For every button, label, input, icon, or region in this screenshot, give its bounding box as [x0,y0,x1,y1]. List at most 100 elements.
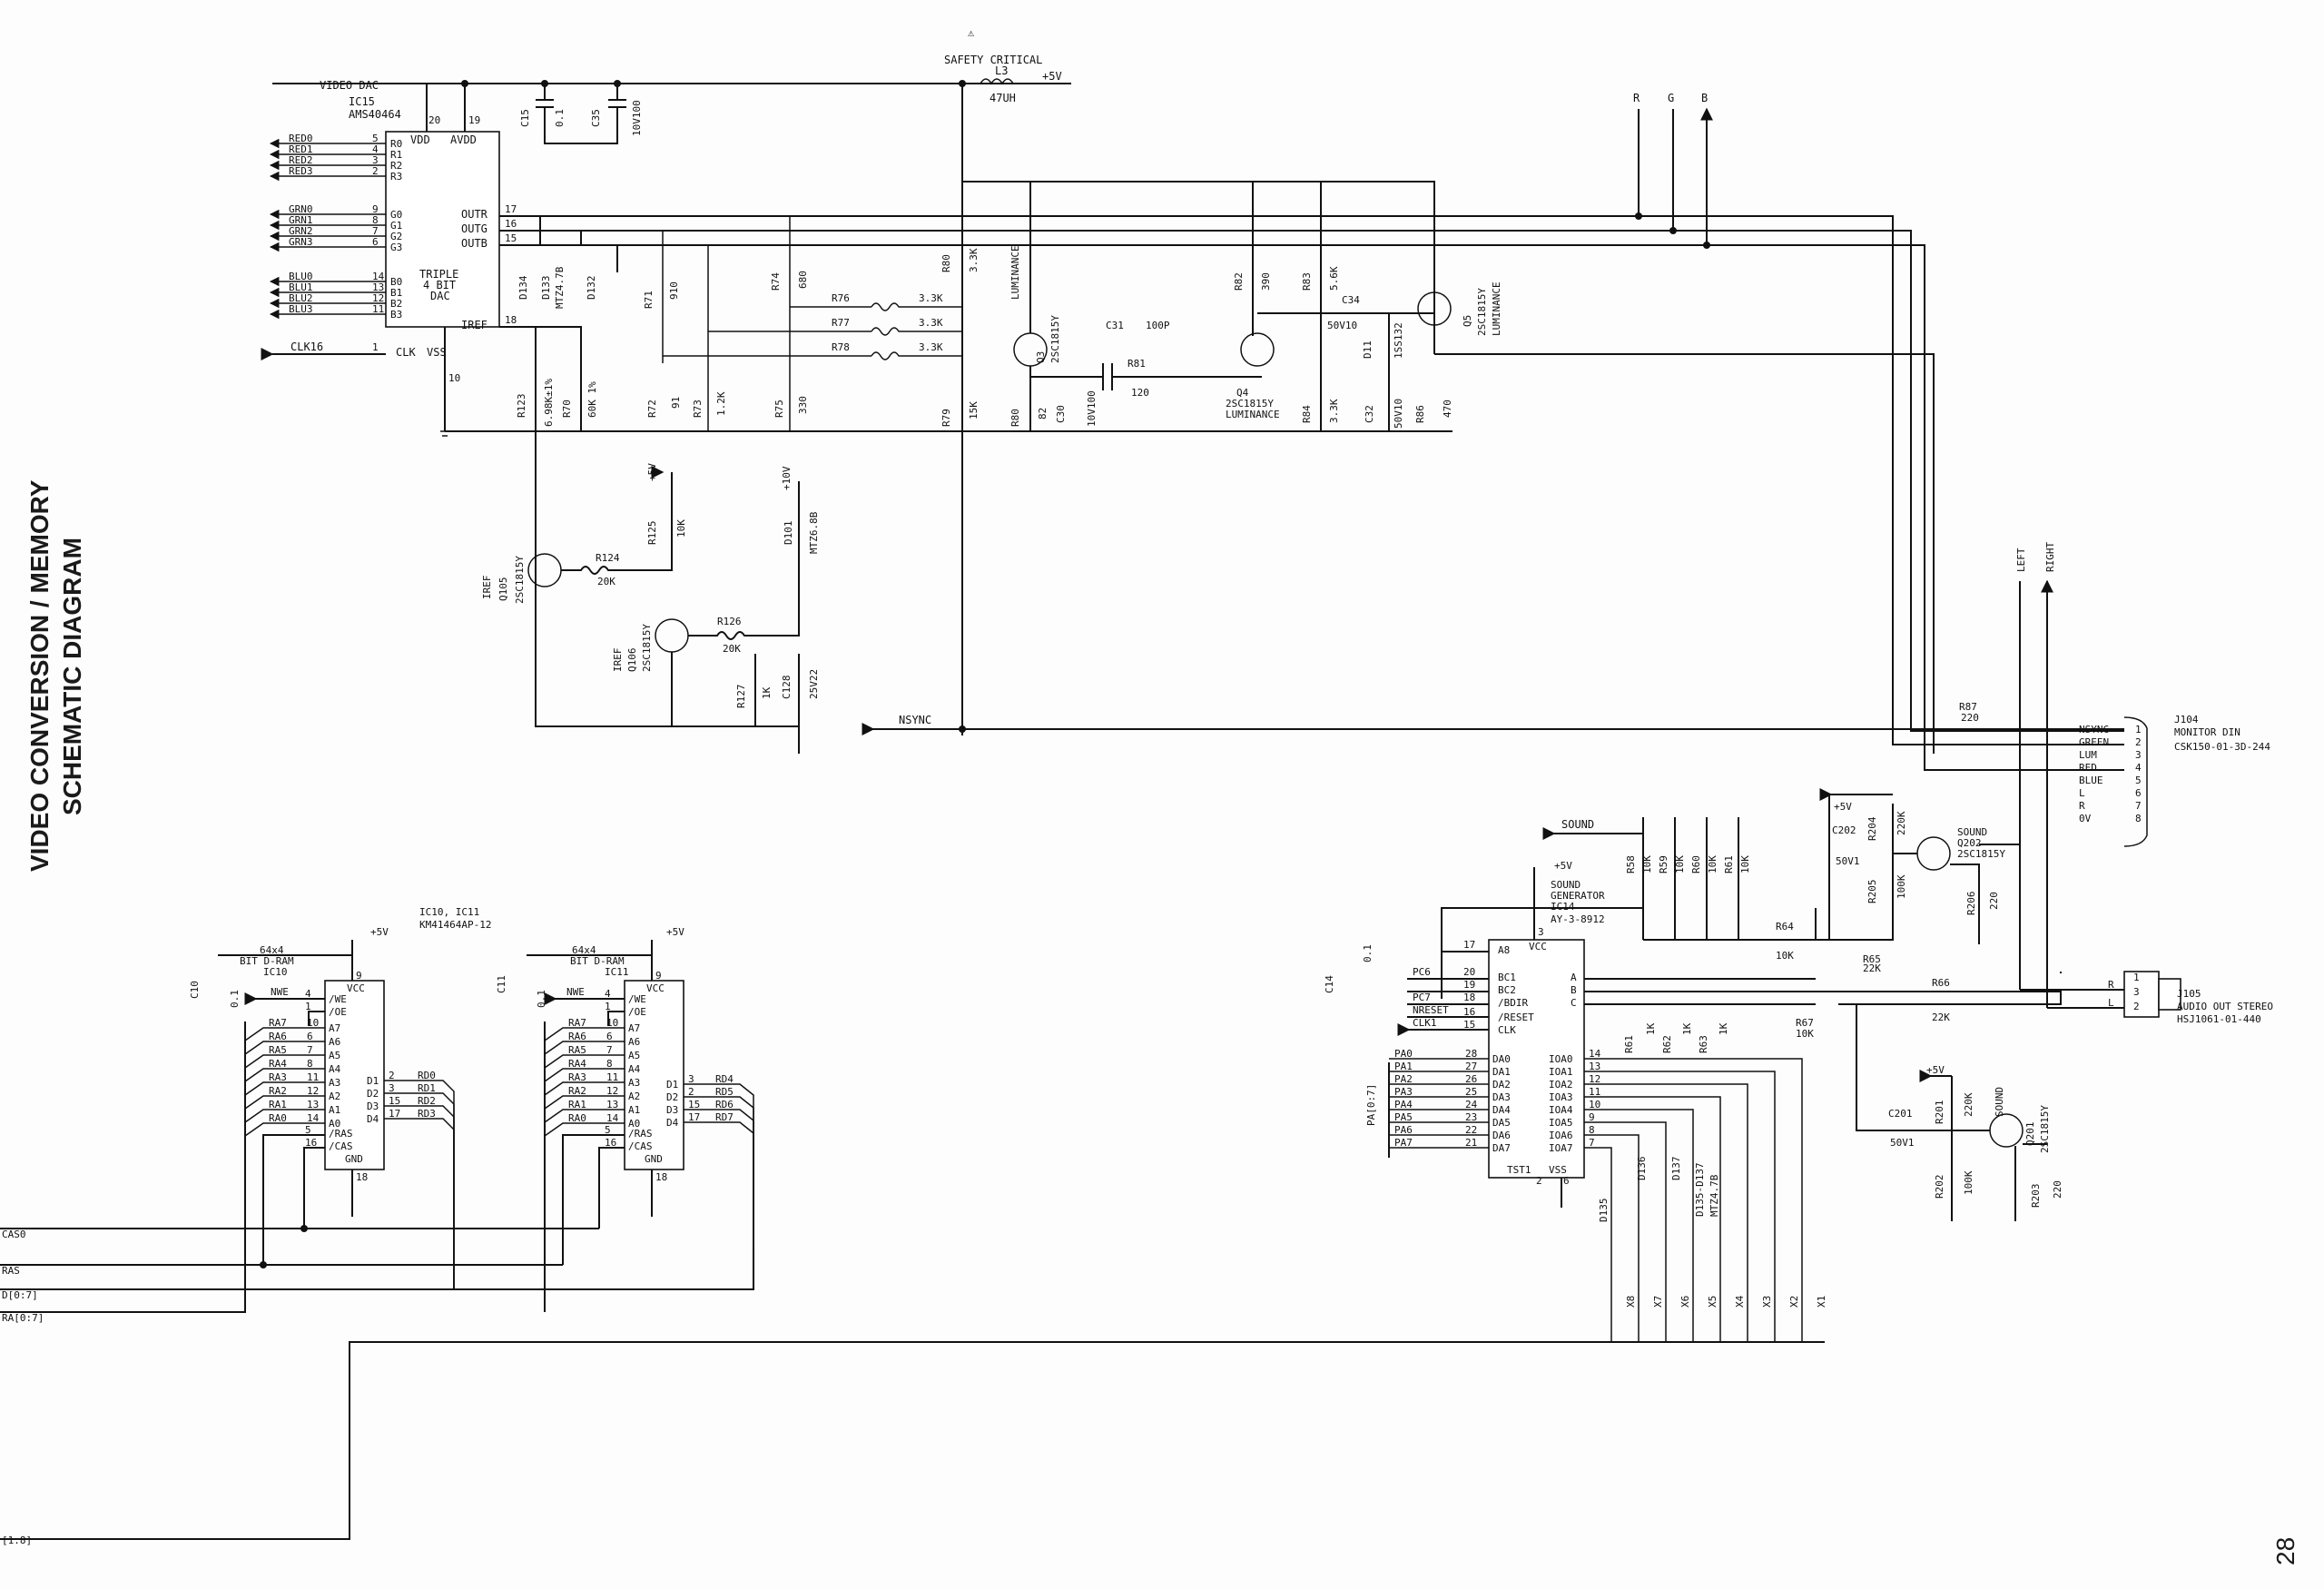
r81-label: R81 [1128,358,1146,370]
r66-label: R66 [1932,977,1950,989]
r75-label: R75 [773,400,785,418]
r203-value: 220 [2052,1180,2063,1199]
ic10-we: /WE [329,993,347,1005]
din-pin-label: 0V [2079,813,2092,824]
dac-input-pad: G0 [390,209,402,221]
r77-label: R77 [832,317,850,329]
j105-part: HSJ1061-01-440 [2177,1013,2261,1025]
ram11-addr-line [544,1068,625,1082]
mtz-label: MTZ4.7B [554,266,566,309]
r73-label: R73 [692,400,704,418]
dac-vss: VSS [427,346,447,359]
da-pin: 22 [1465,1124,1477,1136]
ioa-pad: IOA5 [1549,1117,1573,1129]
dac-title: VIDEO DAC [320,79,379,92]
d132-label: D132 [586,276,597,301]
ram11-data-net: RD5 [715,1086,734,1098]
top-power-rail: SAFETY CRITICAL ⚠ L3 47UH +5V [272,26,1071,735]
dac-input-pad: B0 [390,276,402,288]
ram10-data-pad: D3 [367,1100,379,1112]
dac-desc-2: 4 BIT [423,279,456,291]
din-pin-label: NSYNC [2079,724,2109,735]
ioa-pad: IOA7 [1549,1142,1573,1154]
sound-d-diodes: D135 D136 D137 D135-D137 MTZ4.7B [1598,1157,1720,1223]
r65-label: R65 [1863,953,1881,965]
rgb-outputs: R G B [1434,92,2124,771]
da-pad: DA7 [1492,1142,1511,1154]
ram11-addr-net: RA7 [568,1017,586,1029]
ram11-addr-net: RA0 [568,1112,586,1124]
r62-label: R62 [1661,1035,1673,1053]
da-pin: 24 [1465,1099,1478,1110]
ram10-addr-pin: 13 [307,1099,319,1110]
q202-part: 2SC1815Y [1957,848,2005,860]
pin17: 17 [1463,939,1475,951]
q105-part: 2SC1815Y [514,556,526,604]
dac-ic: IC15 [349,95,375,108]
ram10-addr-line [244,1122,325,1137]
c128-value: 25V22 [808,669,820,699]
dac-input-pad: G1 [390,220,402,232]
ram11-data-net: RD6 [715,1099,734,1110]
r67-label: R67 [1796,1017,1814,1029]
q4-part: 2SC1815Y [1226,398,1274,410]
j104-name: MONITOR DIN [2174,726,2240,738]
r70-value: 60K 1% [586,381,598,418]
pin-outr: 17 [505,203,517,215]
q106-part: 2SC1815Y [641,624,653,672]
c14-value: 0.1 [1362,944,1374,962]
r86-value: 470 [1442,400,1453,418]
dac-input-pin: 2 [372,165,379,177]
pin-outg: 16 [505,218,517,230]
clk16-net: CLK16 [290,340,323,353]
top-capacitors: C15 0.1 C35 10V100 [519,84,643,144]
r72-value: 91 [670,397,682,409]
din-pin-label: RED [2079,762,2097,774]
ram11-addr-pad: A2 [628,1091,640,1102]
ram10-addr-pad: A4 [329,1063,341,1075]
da-net-label: PA7 [1394,1137,1413,1149]
ic10-cas: /CAS [329,1140,353,1152]
ram11-addr-pin: 12 [606,1085,618,1097]
dac-input-pin: 9 [372,203,379,215]
r71-label: R71 [643,291,655,309]
r78-label: R78 [832,341,850,353]
luminance-label-3: LUMINANCE [1491,281,1502,336]
ram10-data-pin: 3 [389,1082,395,1094]
x-label: X5 [1707,1296,1718,1308]
dac-desc-1: TRIPLE [419,268,458,281]
da-pad: DA2 [1492,1079,1511,1091]
r86-label: R86 [1414,405,1426,423]
ram10-addr-pin: 6 [307,1031,313,1042]
ioa-pad: IOA0 [1549,1053,1573,1065]
l3-label: L3 [995,64,1008,77]
pin-vss: 10 [448,372,460,384]
q5-transistor [1417,291,1452,326]
ram11-addr-line [544,1041,625,1055]
ioa-line [1584,1121,1667,1342]
d134-label: D134 [517,275,529,300]
sound-vcc: VCC [1529,941,1547,952]
r124-value: 20K [597,576,615,587]
r62-value: 1K [1681,1022,1693,1035]
ram10-addr-line [244,1054,325,1069]
ram11-addr-pin: 10 [606,1017,618,1029]
q106-transistor [655,618,689,653]
din-pin-number: 7 [2135,800,2142,812]
d101-part: MTZ6.8B [808,511,820,554]
ram11-addr-line [544,1054,625,1069]
dac-clk: CLK [396,346,416,359]
ic11-pin-vcc: 9 [655,970,662,982]
ra-bus: RA[0:7] [2,1312,44,1324]
q201-transistor [1989,1113,2024,1148]
ram10-data-net: RD0 [418,1070,436,1081]
r82b-value: 82 [1037,408,1049,419]
ram11-addr-line [544,1109,625,1123]
pin3: 3 [1538,926,1544,938]
j104-part: CSK150-01-3D-244 [2174,741,2270,753]
ram10-addr-net: RA0 [269,1112,287,1124]
dac-input-net-label: BLU3 [289,303,313,315]
